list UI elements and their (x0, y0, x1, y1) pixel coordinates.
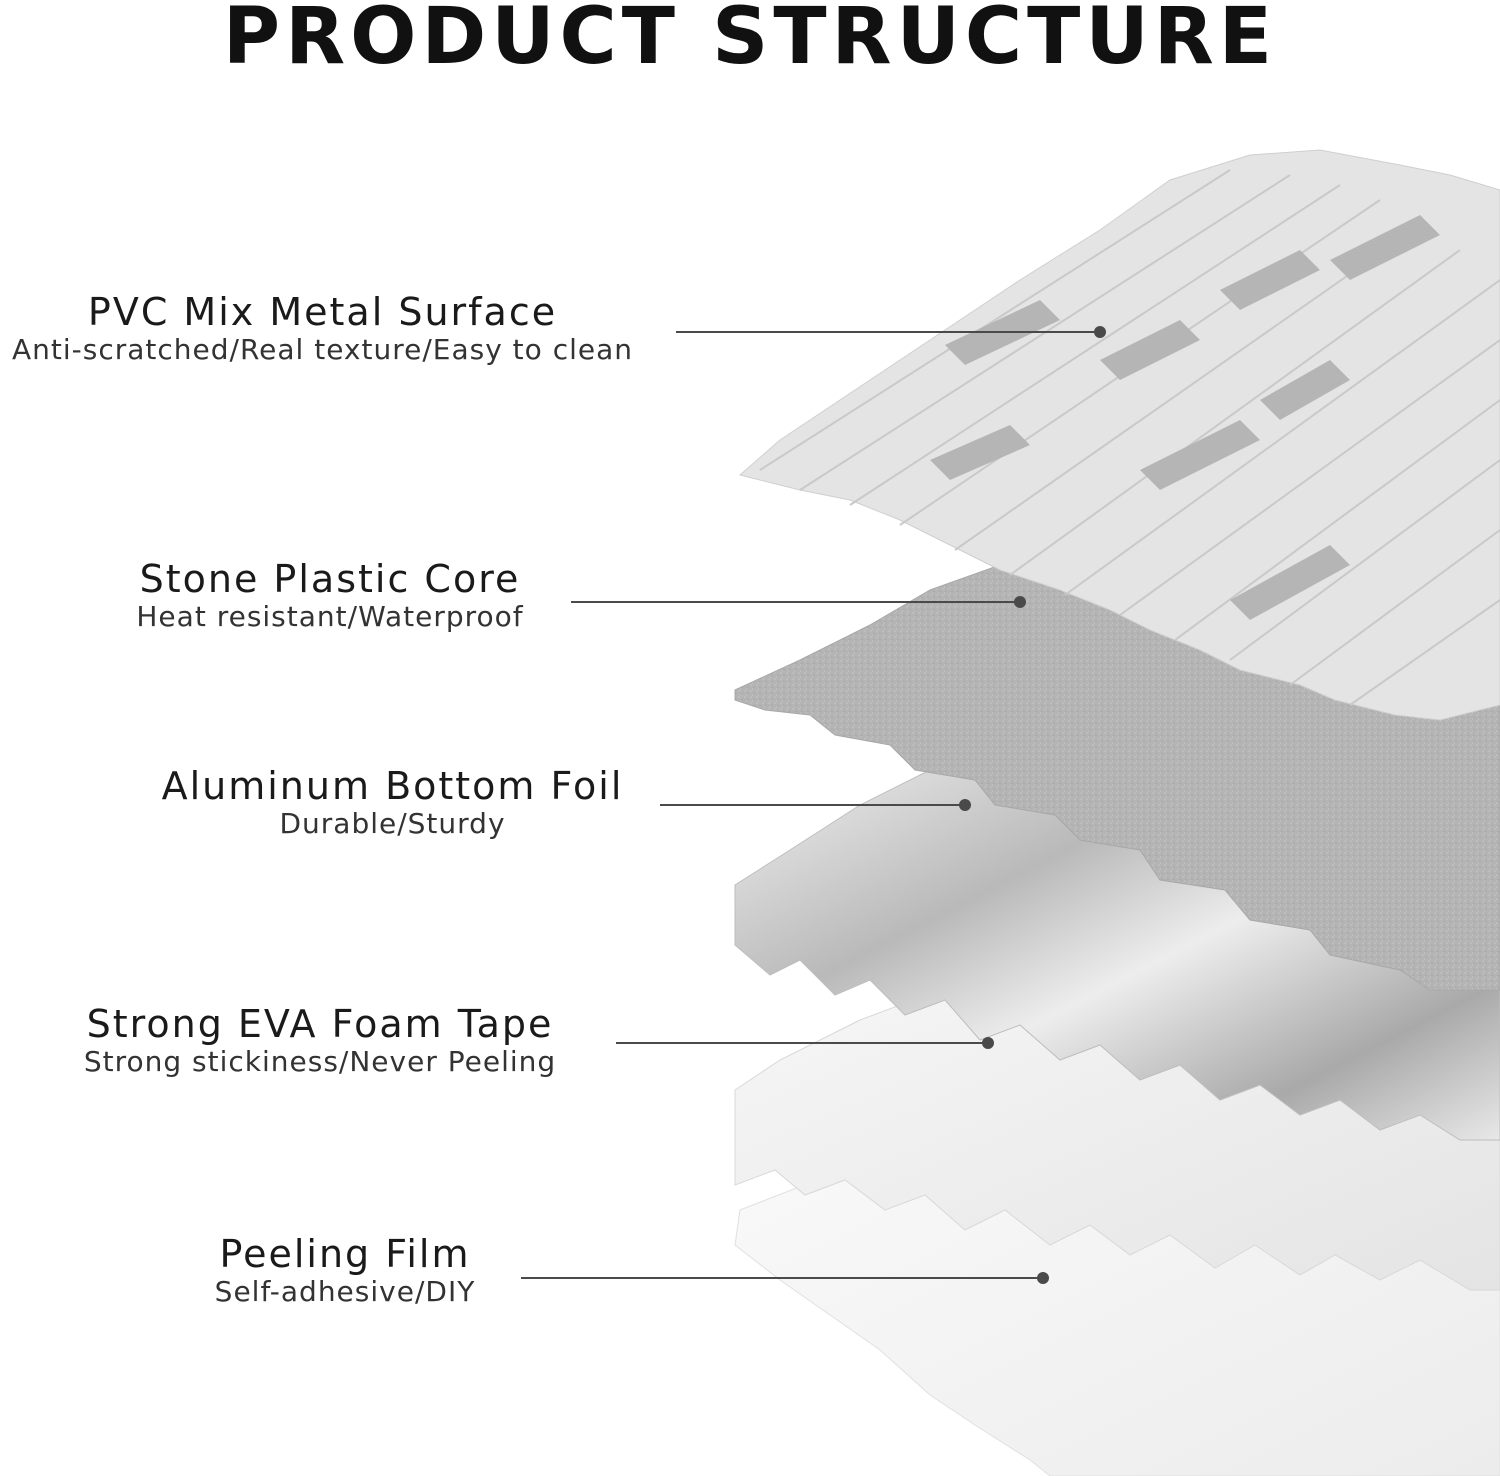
layer-name: Peeling Film (219, 1232, 471, 1276)
leader-dot-surface (1094, 326, 1106, 338)
layer-label-foam: Strong EVA Foam Tape Strong stickiness/N… (60, 1002, 580, 1078)
layer-name: Aluminum Bottom Foil (161, 764, 624, 808)
leader-dot-foam (982, 1037, 994, 1049)
layer-label-foil: Aluminum Bottom Foil Durable/Sturdy (140, 764, 645, 840)
layer-description: Durable/Sturdy (279, 807, 506, 840)
leader-dot-film (1037, 1272, 1049, 1284)
page-title: PRODUCT STRUCTURE (222, 0, 1278, 82)
leader-dot-foil (959, 799, 971, 811)
layer-description: Self-adhesive/DIY (214, 1275, 476, 1308)
layer-name: Strong EVA Foam Tape (86, 1002, 554, 1046)
layer-label-core: Stone Plastic Core Heat resistant/Waterp… (100, 557, 560, 633)
pvc-surface-layer (738, 149, 1500, 721)
layer-label-surface: PVC Mix Metal Surface Anti-scratched/Rea… (0, 290, 645, 366)
layer-description: Anti-scratched/Real texture/Easy to clea… (11, 333, 633, 366)
leader-lines (521, 326, 1106, 1284)
layer-label-film: Peeling Film Self-adhesive/DIY (170, 1232, 520, 1308)
layer-name: Stone Plastic Core (139, 557, 521, 601)
leader-dot-core (1014, 596, 1026, 608)
layer-description: Strong stickiness/Never Peeling (83, 1045, 557, 1078)
layer-description: Heat resistant/Waterproof (136, 600, 524, 633)
layer-name: PVC Mix Metal Surface (87, 290, 558, 334)
